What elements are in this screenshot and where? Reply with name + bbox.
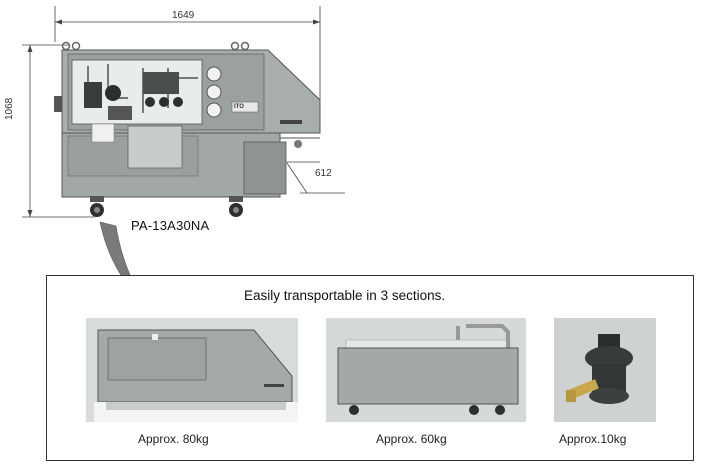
main-unit-photo <box>54 41 321 217</box>
section-tank-photo <box>326 318 526 422</box>
section-cover-weight: Approx. 80kg <box>138 432 209 446</box>
brand-logo: ITO <box>234 104 244 110</box>
section-tank-weight: Approx. 60kg <box>376 432 447 446</box>
width-dimension-label: 1649 <box>172 10 195 21</box>
height-dimension-label: 1068 <box>4 97 15 120</box>
dimension-lines <box>22 6 345 275</box>
sections-title: Easily transportable in 3 sections. <box>244 288 446 303</box>
section-regulator-weight: Approx.10kg <box>559 432 627 446</box>
pointer-arrow <box>99 221 131 275</box>
section-cover-photo <box>86 318 298 422</box>
section-regulator-photo <box>554 318 656 422</box>
depth-dimension-label: 612 <box>315 168 332 179</box>
model-number-label: PA-13A30NA <box>131 218 210 233</box>
